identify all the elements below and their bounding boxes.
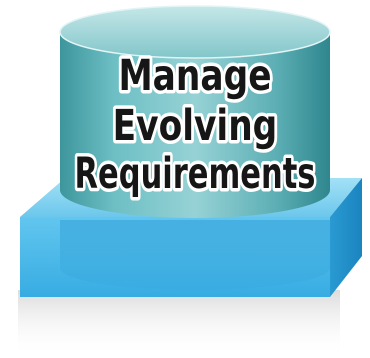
- label-line-2-fill: Evolving: [113, 101, 278, 151]
- platform-side-face: [330, 178, 362, 297]
- label-line-1-fill: Manage: [118, 51, 271, 101]
- label-line-3-fill: Requirements: [75, 148, 316, 199]
- cylinder-top-rim: [59, 5, 331, 59]
- label-line-1: Manage: [118, 51, 271, 101]
- label-line-3: Requirements: [75, 148, 316, 199]
- label-line-2: Evolving: [113, 101, 278, 151]
- cylinder-label: Manage Evolving Requirements Manage Evol…: [72, 48, 319, 201]
- floor-shadow: [18, 290, 340, 358]
- cylinder: [59, 5, 331, 218]
- cylinder-top-cap: [60, 6, 330, 58]
- cylinder-body: [60, 32, 330, 218]
- cylinder-ghost-base: [60, 220, 330, 290]
